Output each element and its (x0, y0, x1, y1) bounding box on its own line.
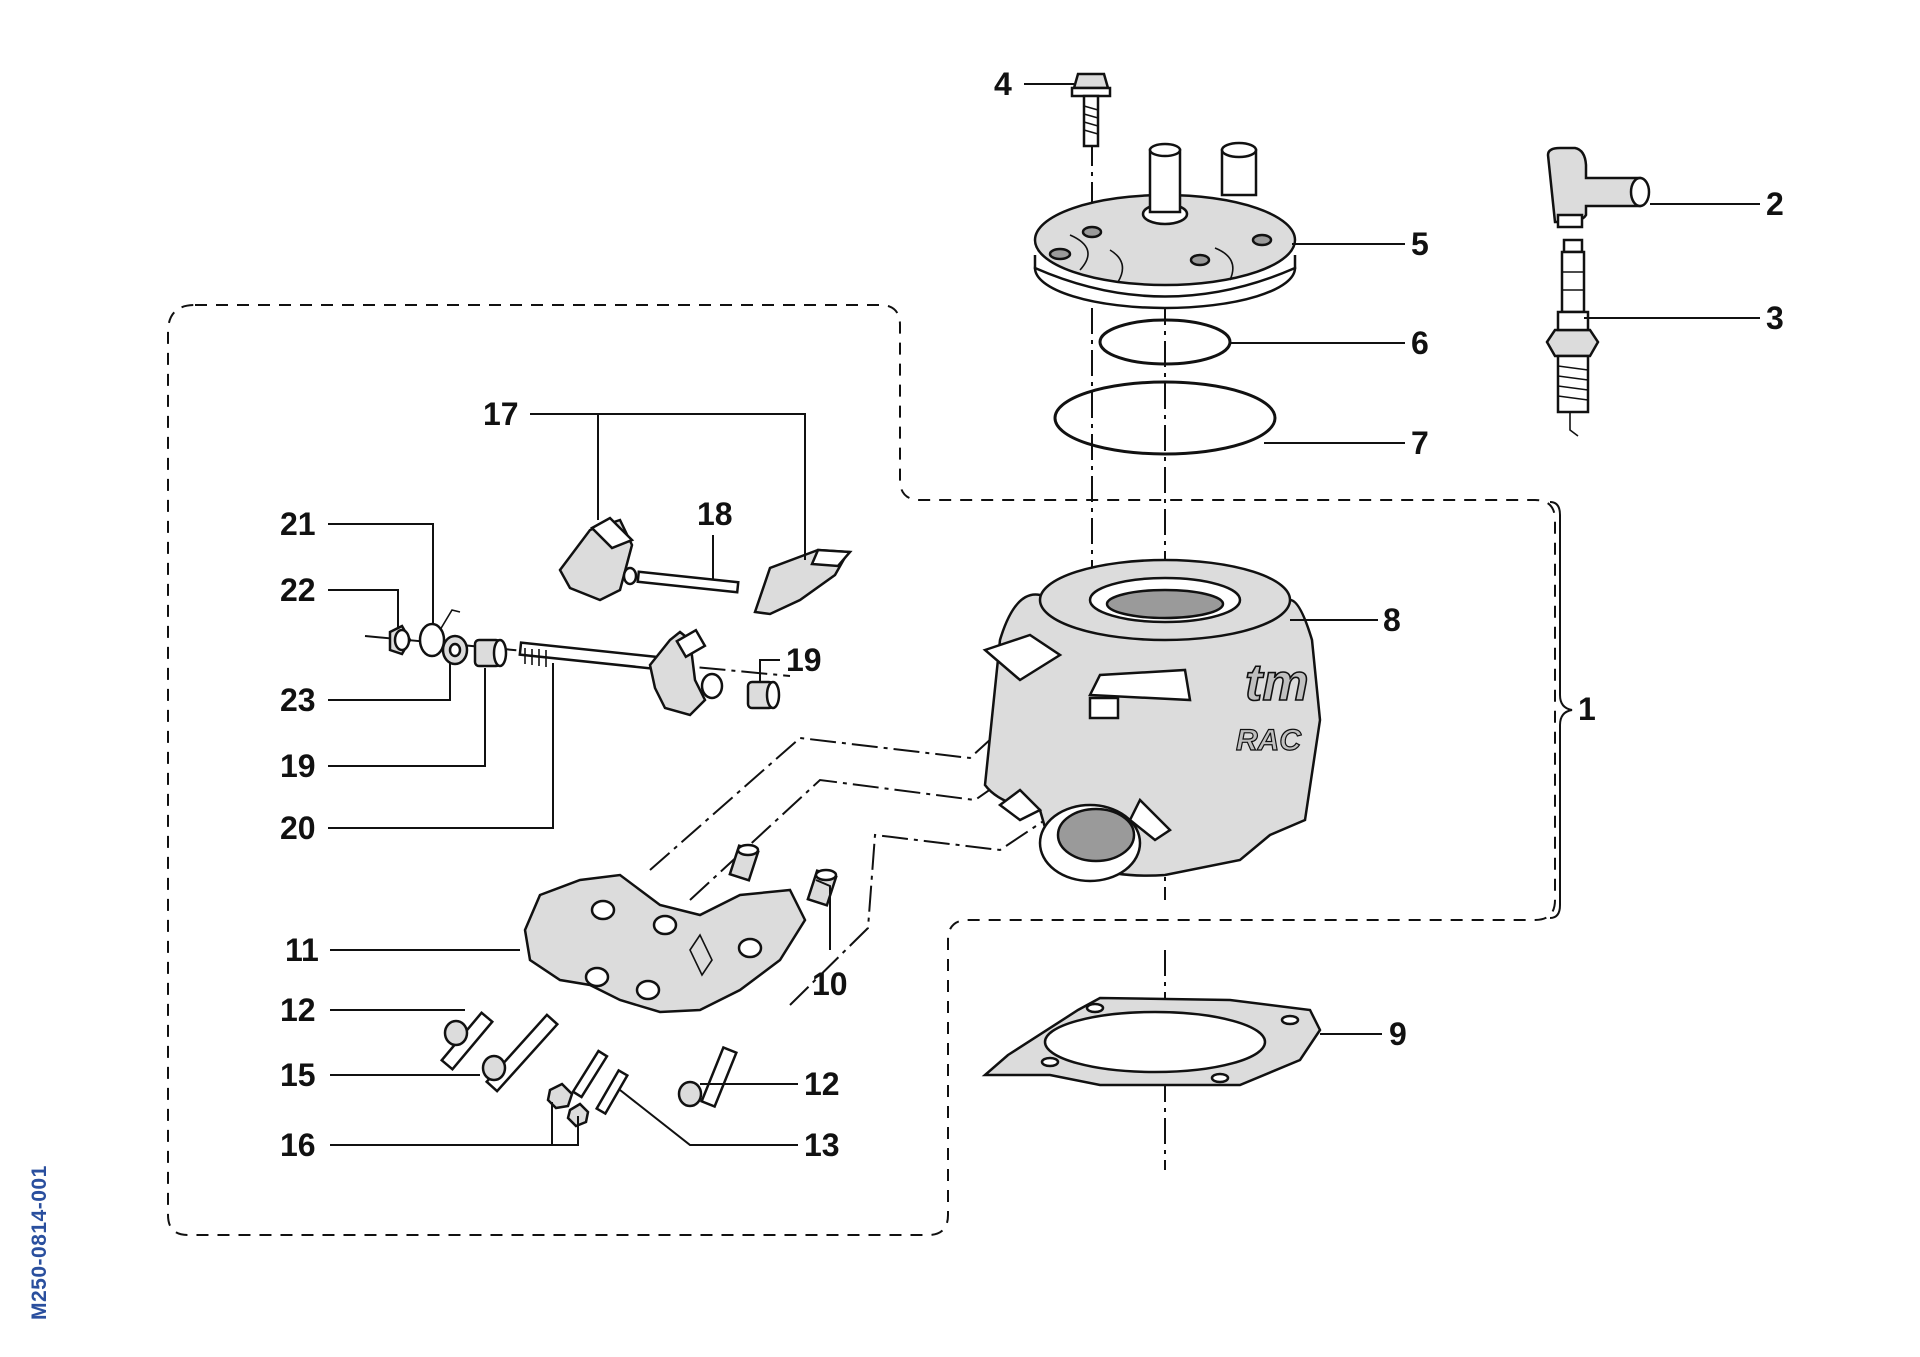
spark-plug (1545, 238, 1600, 437)
callout-20: 20 (280, 810, 316, 846)
cover-bolt-long (481, 1013, 560, 1093)
exhaust-valve-left (558, 516, 635, 602)
head-bolt (1070, 72, 1112, 148)
valve-cover (523, 873, 807, 1014)
valve-shaft (518, 628, 724, 717)
cover-bolt-left (439, 1010, 495, 1072)
callout-19-left: 19 (280, 748, 316, 784)
stud-right (594, 1068, 630, 1116)
callout-9: 9 (1389, 1016, 1407, 1052)
cover-bolt-right (677, 1045, 738, 1109)
callout-3: 3 (1766, 300, 1784, 336)
stud-left (571, 1049, 609, 1099)
cylinder-head (1033, 141, 1297, 310)
callout-21: 21 (280, 506, 316, 542)
bushing-right (746, 680, 781, 710)
assembly-brace (1549, 501, 1573, 919)
callout-13: 13 (804, 1127, 840, 1163)
document-code: M250-0814-001 (28, 1120, 68, 1320)
callout-17: 17 (483, 396, 519, 432)
assembly-group-outline (167, 304, 1556, 1236)
nut (388, 624, 412, 656)
callout-19-right: 19 (786, 642, 822, 678)
base-gasket (981, 996, 1322, 1087)
callout-6: 6 (1411, 325, 1429, 361)
callout-7: 7 (1411, 425, 1429, 461)
washer (441, 634, 469, 666)
stud-nut-upper (546, 1082, 574, 1110)
callout-18: 18 (697, 496, 733, 532)
outer-o-ring (1053, 380, 1277, 456)
dowel-right (806, 868, 838, 907)
spring-clip (418, 609, 461, 658)
document-code-text: M250-0814-001 (28, 1165, 51, 1320)
exhaust-valve-right (753, 548, 853, 616)
callout-1: 1 (1578, 691, 1596, 727)
bushing-left (473, 638, 508, 668)
callout-12-right: 12 (804, 1066, 840, 1102)
stud-nut-lower (566, 1102, 590, 1128)
callout-16: 16 (280, 1127, 316, 1163)
callout-15: 15 (280, 1057, 316, 1093)
leader-lines (328, 83, 1760, 1146)
cylinder: tm RAC (982, 558, 1322, 883)
flange-axis-line-3 (789, 819, 1046, 1006)
callout-8: 8 (1383, 602, 1401, 638)
dowel-left (728, 843, 760, 882)
callout-22: 22 (280, 572, 316, 608)
cylinder-logo-tm: tm (1245, 654, 1309, 712)
spark-plug-cap (1546, 146, 1651, 229)
callout-11: 11 (285, 932, 319, 968)
callout-5: 5 (1411, 226, 1429, 262)
callout-2: 2 (1766, 186, 1784, 222)
callout-12-left: 12 (280, 992, 316, 1028)
cylinder-logo-rac: RAC (1236, 724, 1302, 757)
callout-4: 4 (994, 66, 1012, 102)
callout-23: 23 (280, 682, 316, 718)
callout-10: 10 (812, 966, 848, 1002)
valve-pin (622, 566, 740, 594)
